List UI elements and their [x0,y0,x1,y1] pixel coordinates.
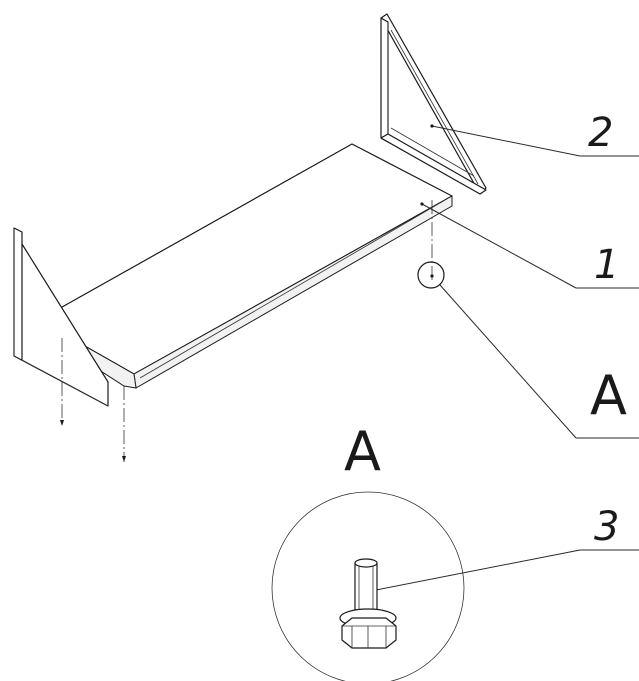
bracket-left [13,227,109,407]
callout-detail-a: A [590,364,627,427]
bracket-right [380,13,487,195]
shelf-plate [38,143,453,389]
detail-view-a [271,491,465,681]
leader-lines [374,124,639,592]
callout-1: 1 [594,242,619,288]
detail-view-title: A [344,420,381,483]
callout-2: 2 [588,110,613,156]
detail-marker-circle [417,261,445,289]
bolt-axes [60,200,434,462]
bolt-part-3 [339,558,397,649]
callout-3: 3 [594,504,619,550]
